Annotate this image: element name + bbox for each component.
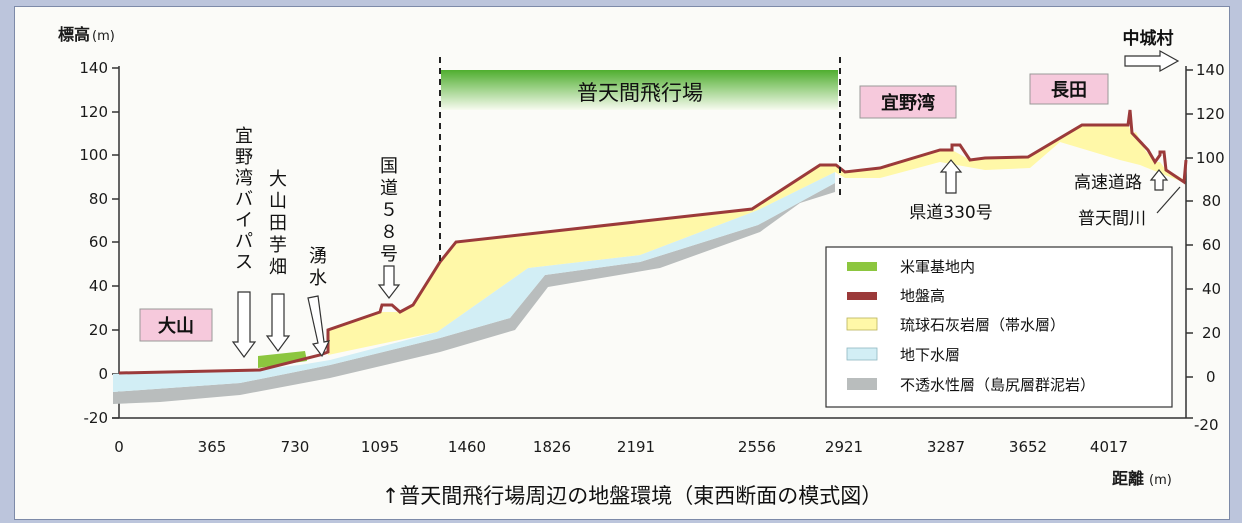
figure-caption: ↑普天間飛行場周辺の地盤環境（東西断面の模式図） <box>382 484 883 508</box>
svg-text:８: ８ <box>380 222 398 243</box>
route330-arrow-icon <box>939 159 963 194</box>
legend-label-limestone: 琉球石灰岩層（帯水層） <box>900 316 1065 334</box>
limestone-layer <box>328 125 1186 355</box>
ginowan-box <box>859 85 957 119</box>
svg-text:バ: バ <box>235 189 253 210</box>
legend-label-groundwater: 地下水層 <box>900 346 960 364</box>
futenma-river-leader <box>1156 186 1181 214</box>
svg-text:宜: 宜 <box>235 126 253 147</box>
ginowan-label: 宜野湾 <box>881 92 935 114</box>
y-tick-right: 120 <box>1196 105 1225 123</box>
svg-text:湧: 湧 <box>309 246 327 267</box>
y-tick-left: 100 <box>79 146 108 164</box>
x-tick: 1826 <box>533 438 571 456</box>
spring-annotation: 湧 水 <box>309 246 327 289</box>
svg-text:水: 水 <box>309 268 327 289</box>
y-tick-left: 120 <box>79 103 108 121</box>
expressway-label: 高速道路 <box>1074 173 1142 193</box>
y-tick-left: -20 <box>84 409 109 427</box>
svg-text:湾: 湾 <box>235 168 253 189</box>
legend-box <box>825 246 1173 408</box>
bypass-annotation: 宜 野 湾 バ イ パ ス <box>235 126 253 273</box>
x-axis-title: 距離 <box>1112 469 1144 488</box>
us-base-strip <box>258 351 307 368</box>
y-tick-right: -20 <box>1194 416 1219 434</box>
svg-text:ス: ス <box>235 252 253 273</box>
svg-text:大: 大 <box>269 169 287 190</box>
nagata-label: 長田 <box>1051 80 1087 101</box>
x-tick: 2191 <box>617 438 655 456</box>
legend-swatch-impermeable <box>847 378 877 390</box>
nakagusuku-arrow-icon <box>1124 49 1180 73</box>
airfield-label: 普天間飛行場 <box>577 81 703 105</box>
x-axis-unit: (m) <box>1149 473 1172 488</box>
legend-label-base: 米軍基地内 <box>900 258 975 276</box>
legend-swatch-limestone <box>846 317 878 331</box>
futenma-river-label: 普天間川 <box>1078 209 1146 229</box>
x-tick: 1460 <box>448 438 486 456</box>
x-tick: 365 <box>198 438 227 456</box>
x-tick: 3287 <box>927 438 965 456</box>
oyama-box <box>139 308 213 342</box>
taro-field-arrow-icon <box>265 293 291 353</box>
expressway-arrow-icon <box>1149 169 1169 191</box>
x-tick: 4017 <box>1090 438 1128 456</box>
svg-text:畑: 畑 <box>269 257 287 278</box>
y-tick-right: 0 <box>1206 368 1216 386</box>
legend-swatch-base <box>847 262 877 271</box>
svg-text:田: 田 <box>269 213 287 234</box>
svg-text:パ: パ <box>235 231 253 252</box>
y-tick-right: 60 <box>1202 236 1221 254</box>
svg-text:国: 国 <box>380 156 398 177</box>
ground-height-line <box>118 109 1188 375</box>
y-tick-right: 140 <box>1196 61 1225 79</box>
oyama-label: 大山 <box>158 315 194 337</box>
x-tick: 2921 <box>825 438 863 456</box>
y-tick-left: 0 <box>98 365 108 383</box>
nakagusuku-label: 中城村 <box>1123 28 1174 49</box>
y-axis-unit: (m) <box>92 29 115 44</box>
legend-swatch-ground <box>847 292 877 300</box>
route330-label: 県道330号 <box>909 203 992 223</box>
y-tick-right: 40 <box>1202 280 1221 298</box>
svg-text:イ: イ <box>235 210 253 231</box>
x-tick: 2556 <box>738 438 776 456</box>
y-tick-left: 20 <box>89 321 108 339</box>
svg-text:道: 道 <box>380 178 398 199</box>
airfield-banner <box>441 70 838 110</box>
taro-field-annotation: 大 山 田 芋 畑 <box>269 169 287 278</box>
x-tick: 3652 <box>1009 438 1047 456</box>
y-tick-left: 140 <box>79 59 108 77</box>
y-tick-right: 20 <box>1202 324 1221 342</box>
x-tick: 730 <box>281 438 310 456</box>
legend-label-impermeable: 不透水性層（島尻層群泥岩） <box>900 376 1095 394</box>
nagata-box <box>1029 73 1109 105</box>
y-tick-right: 100 <box>1196 149 1225 167</box>
svg-text:芋: 芋 <box>269 235 287 256</box>
y-tick-left: 60 <box>89 233 108 251</box>
y-axis-title: 標高 <box>58 25 90 44</box>
svg-text:山: 山 <box>269 191 287 212</box>
x-tick: 0 <box>114 438 124 456</box>
y-tick-left: 80 <box>89 190 108 208</box>
svg-text:５: ５ <box>380 200 398 221</box>
spring-arrow-icon <box>307 295 331 358</box>
y-tick-left: 40 <box>89 277 108 295</box>
svg-text:野: 野 <box>235 147 253 168</box>
svg-text:号: 号 <box>380 244 398 265</box>
route58-annotation: 国 道 ５ ８ 号 <box>380 156 398 265</box>
legend-label-ground: 地盤高 <box>900 287 945 305</box>
route58-arrow-icon <box>377 265 401 299</box>
bypass-arrow-icon <box>231 291 257 359</box>
legend-swatch-groundwater <box>846 347 878 361</box>
x-tick: 1095 <box>361 438 399 456</box>
y-tick-right: 80 <box>1202 192 1221 210</box>
